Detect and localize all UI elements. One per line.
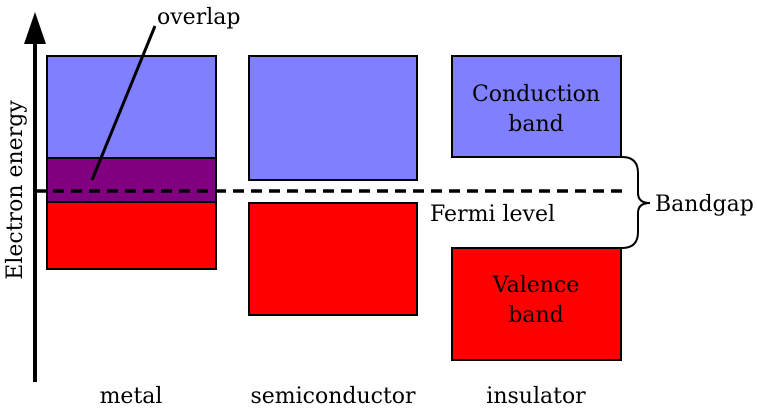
axis-label: Electron energy (3, 100, 28, 280)
valence-band-label-line2: band (508, 303, 563, 328)
valence-band-label-line1: Valence (492, 273, 580, 298)
bandgap-label: Bandgap (655, 192, 754, 217)
material-label-insulator: insulator (486, 384, 586, 409)
energy-axis-arrowhead (24, 12, 46, 44)
metal-valence-band (46, 201, 217, 270)
overlap-label: overlap (157, 5, 240, 30)
material-label-metal: metal (100, 384, 163, 409)
semiconductor-conduction-band (248, 55, 418, 181)
conduction-band-label-line2: band (508, 112, 563, 137)
fermi-level-label: Fermi level (430, 202, 555, 227)
insulator-valence-band (451, 247, 622, 361)
semiconductor-valence-band (248, 202, 418, 316)
bandgap-brace (621, 156, 651, 249)
overlap-pointer (90, 25, 157, 181)
material-label-semiconductor: semiconductor (250, 384, 416, 409)
insulator-conduction-band (451, 55, 622, 158)
metal-conduction-band (46, 55, 217, 159)
conduction-band-label-line1: Conduction (472, 82, 600, 107)
metal-overlap-region (46, 157, 217, 203)
